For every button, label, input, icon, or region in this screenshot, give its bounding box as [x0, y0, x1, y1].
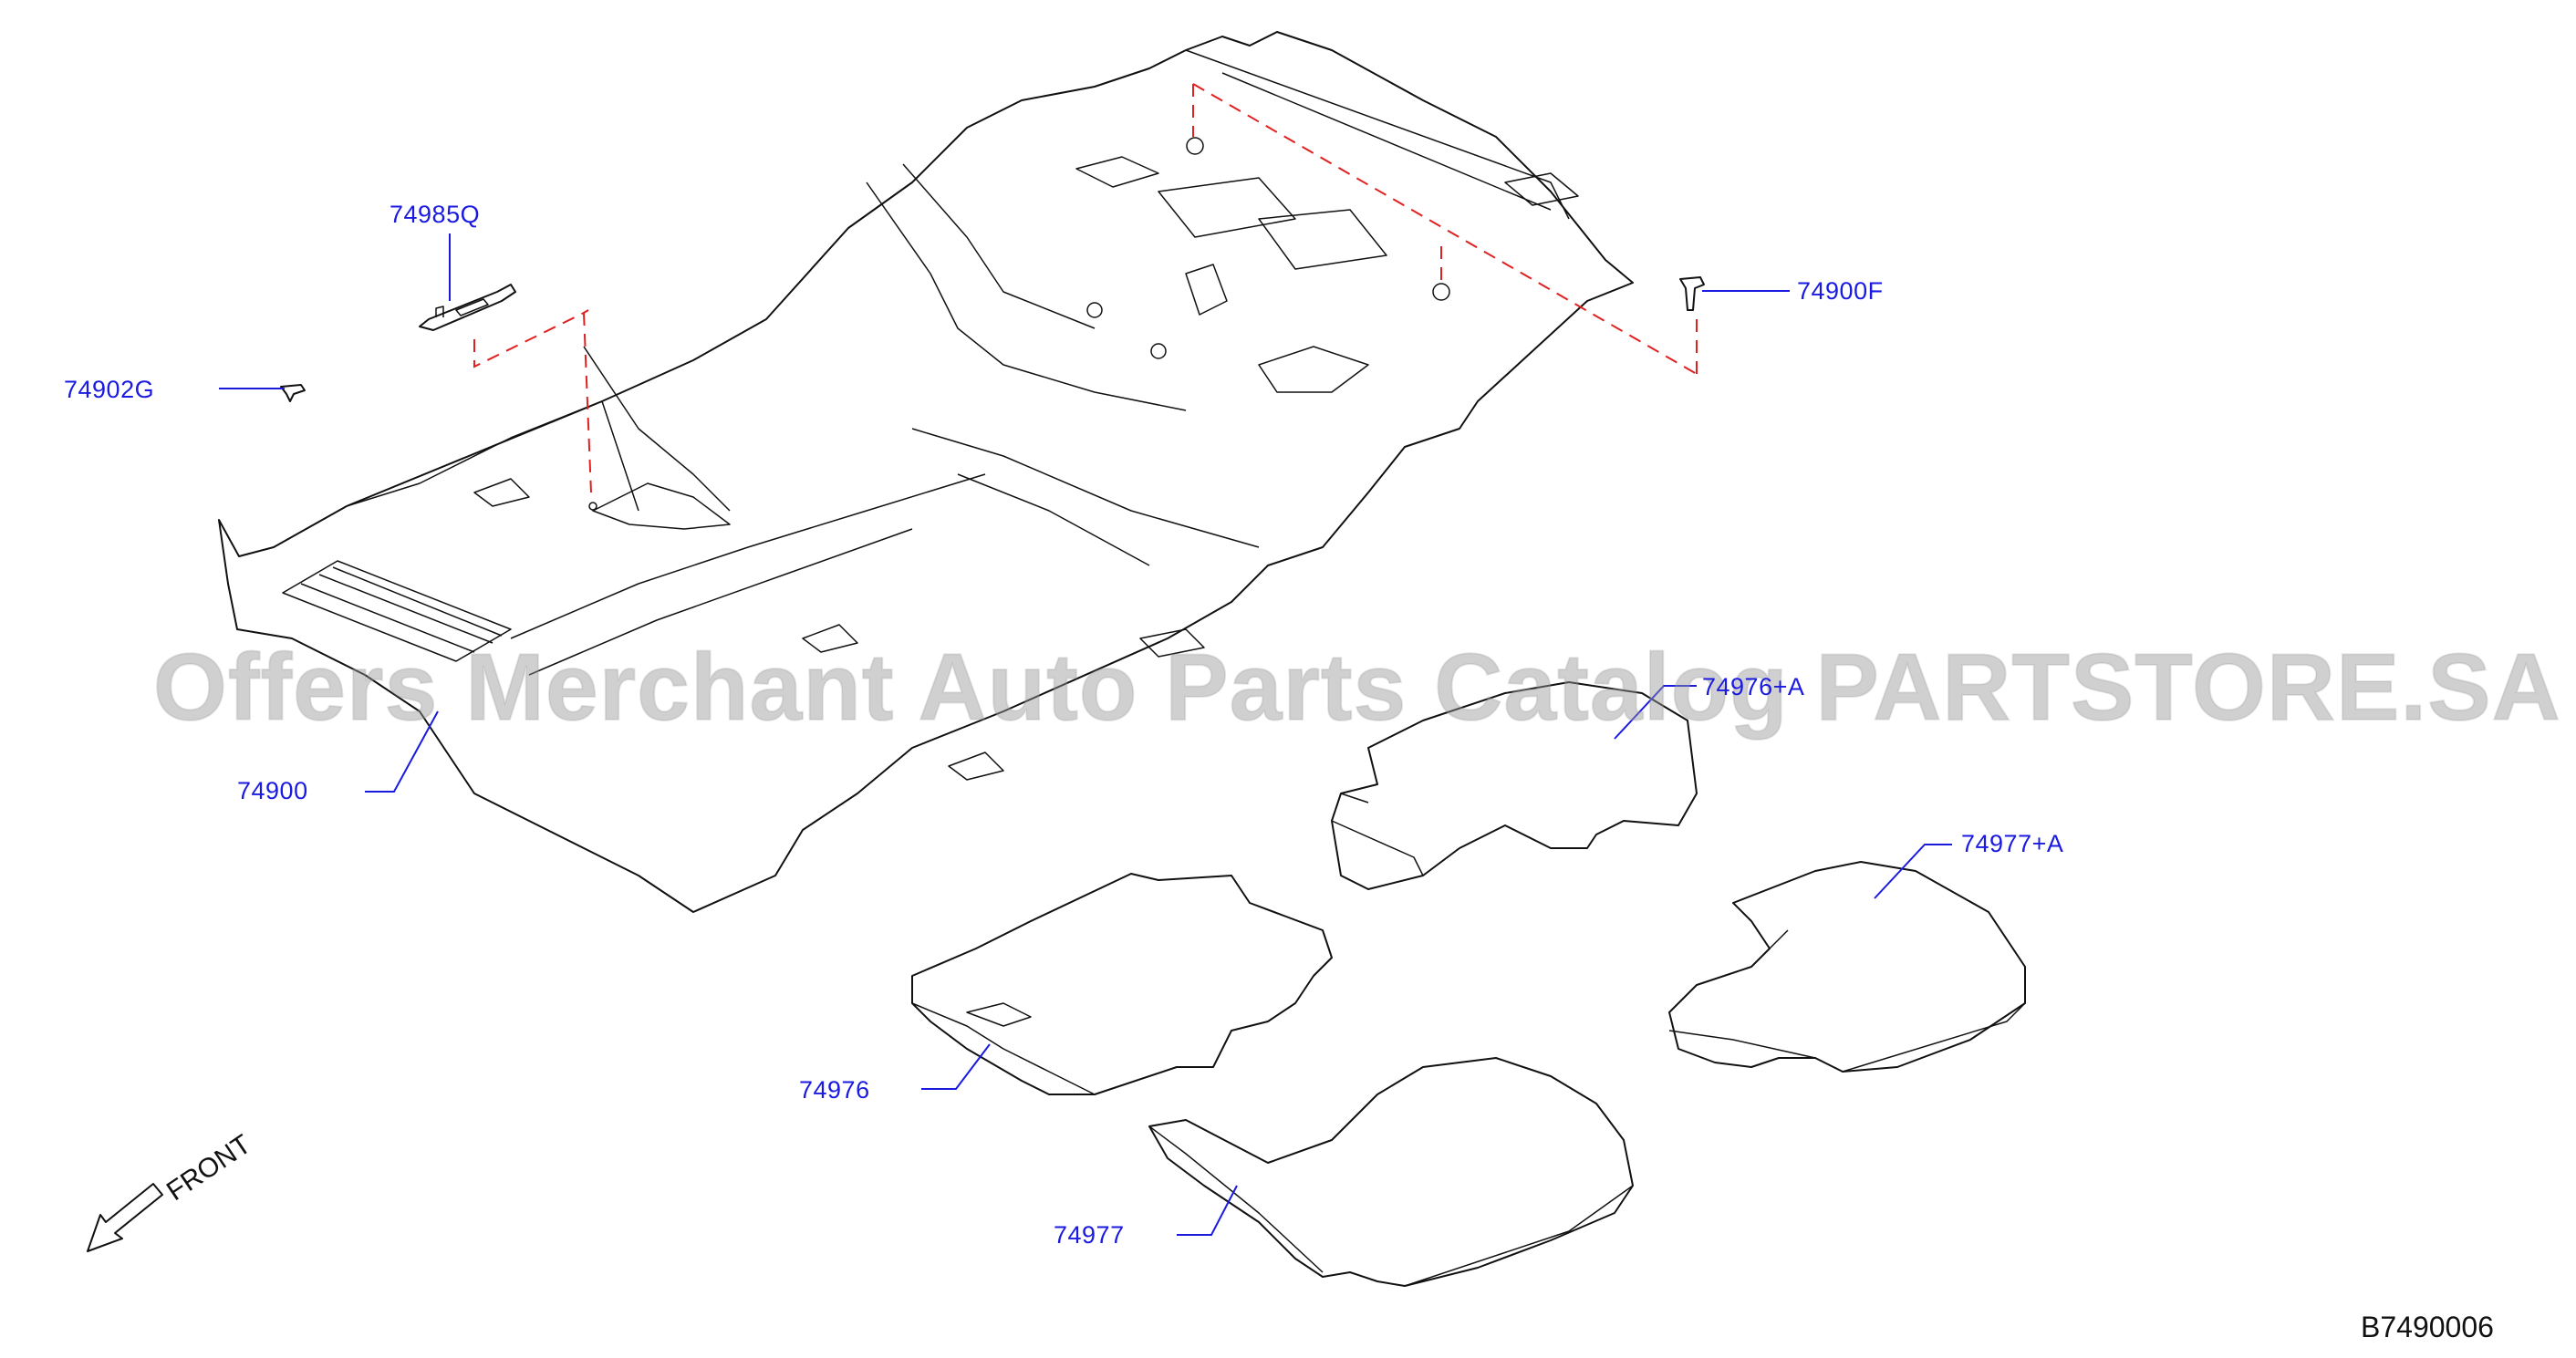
leader-74977: [1177, 1185, 1238, 1236]
retainer-clip-74985Q[interactable]: [419, 284, 516, 331]
install-line-right-b: [1192, 83, 1698, 375]
diagram-code: B7490006: [2361, 1311, 2494, 1343]
callout-74900[interactable]: 74900: [237, 777, 308, 804]
callout-74976A[interactable]: 74976+A: [1702, 673, 1805, 700]
install-line-left-a: [473, 309, 589, 368]
callout-74902G[interactable]: 74902G: [64, 376, 155, 403]
front-arrow-icon: [87, 1183, 163, 1252]
callout-74977[interactable]: 74977: [1054, 1221, 1125, 1249]
clip-74902G[interactable]: [280, 384, 306, 402]
leader-74976A: [1614, 685, 1697, 740]
callout-74976[interactable]: 74976: [799, 1076, 870, 1104]
callout-74900F[interactable]: 74900F: [1797, 277, 1884, 305]
floor-mat-74977A[interactable]: [1668, 861, 2026, 1073]
floor-mat-74976A[interactable]: [1331, 681, 1698, 890]
callout-74985Q[interactable]: 74985Q: [390, 201, 481, 228]
floor-carpet-main[interactable]: [218, 31, 1634, 913]
leader-74976: [921, 1043, 991, 1090]
callout-74977A[interactable]: 74977+A: [1961, 830, 2064, 857]
floor-mat-74976[interactable]: [911, 873, 1333, 1095]
install-line-left-b: [583, 312, 592, 493]
leader-74977A: [1874, 844, 1952, 899]
clip-74900F[interactable]: [1679, 276, 1705, 311]
floor-mat-74977[interactable]: [1148, 1057, 1634, 1287]
leader-74900: [365, 710, 439, 793]
